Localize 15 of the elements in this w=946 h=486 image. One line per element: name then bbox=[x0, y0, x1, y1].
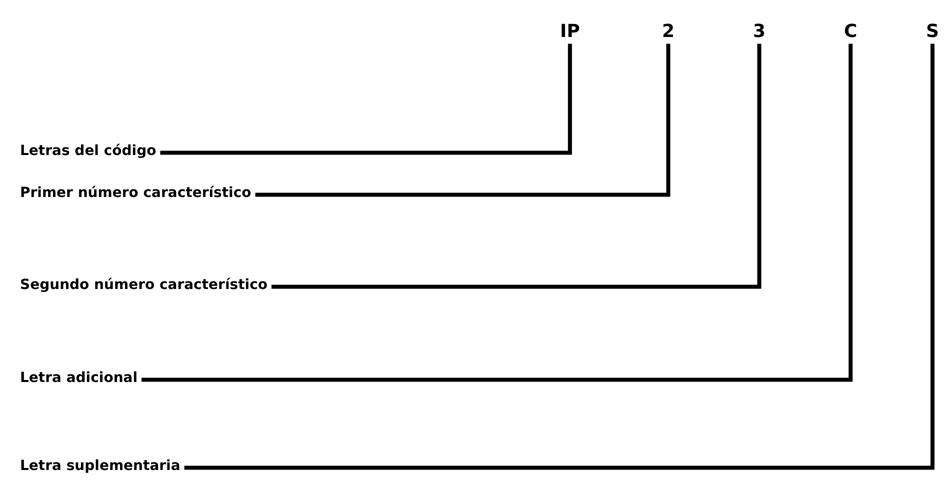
code-character: C bbox=[844, 21, 858, 42]
leader-line bbox=[160, 44, 572, 155]
code-character: IP bbox=[560, 21, 580, 42]
leader-line bbox=[255, 44, 670, 197]
part-label: Letra suplementaria bbox=[20, 458, 180, 474]
part-label: Segundo número característico bbox=[20, 277, 268, 293]
part-label: Letra adicional bbox=[20, 370, 138, 386]
leader-line bbox=[272, 44, 762, 289]
part-label: Letras del código bbox=[20, 143, 156, 159]
code-character: S bbox=[926, 21, 939, 42]
part-label: Primer número característico bbox=[20, 185, 252, 201]
code-character: 2 bbox=[662, 21, 675, 42]
leader-line bbox=[184, 44, 934, 470]
code-character: 3 bbox=[753, 21, 766, 42]
leader-line bbox=[142, 44, 853, 382]
